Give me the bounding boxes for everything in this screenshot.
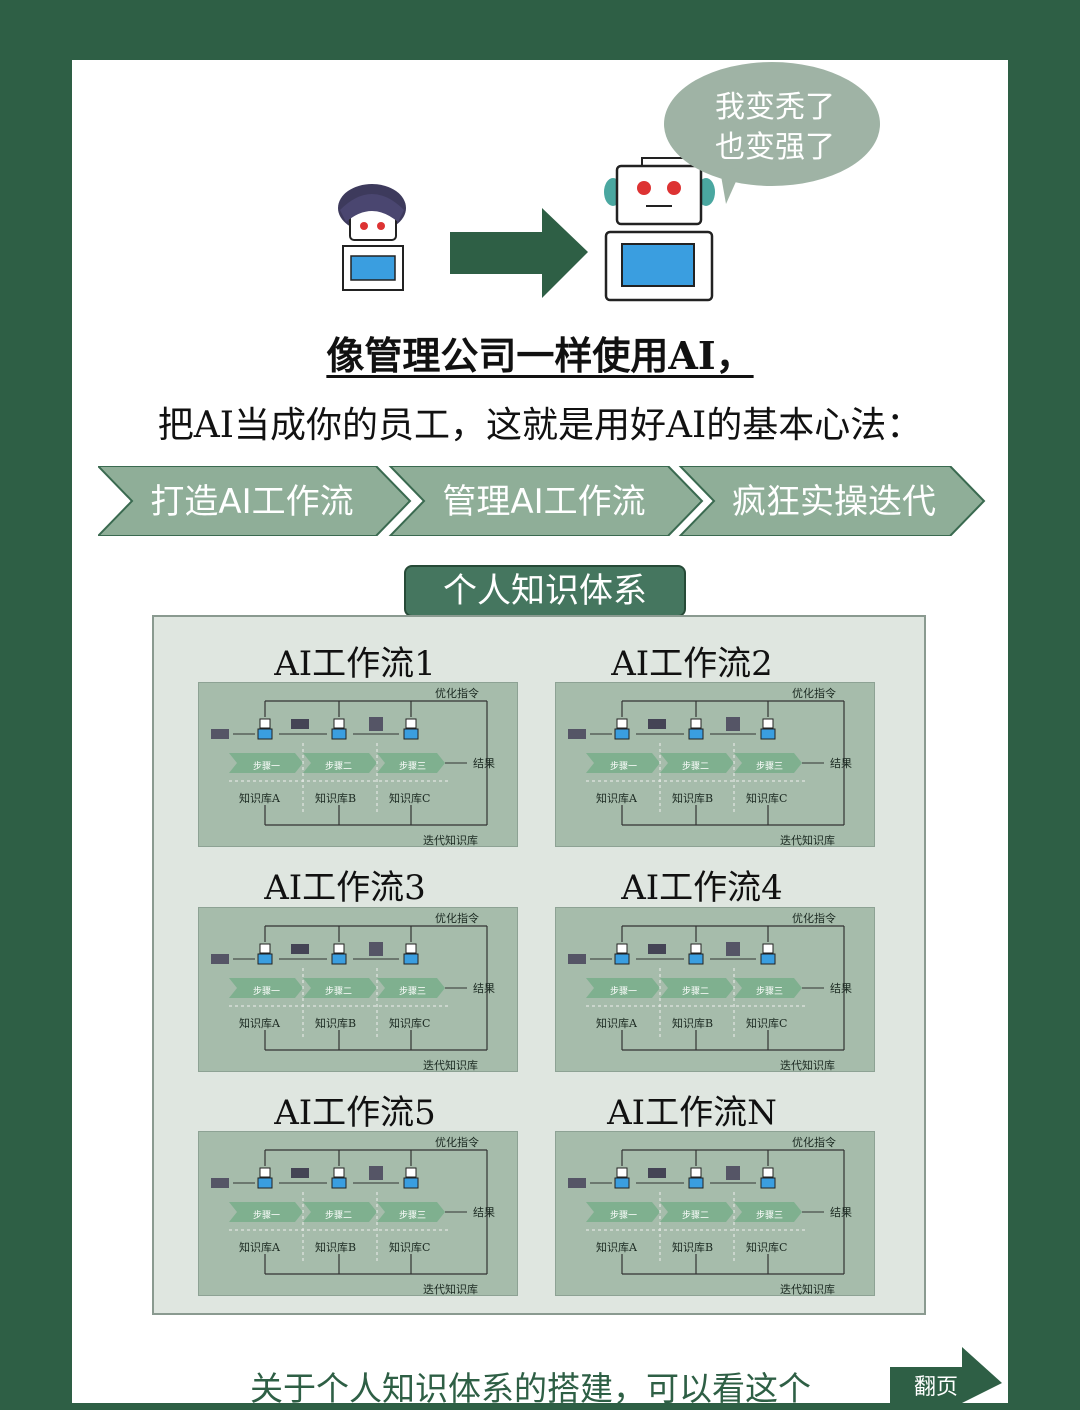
diagram-label-kbB: 知识库B [672,792,714,805]
big-robot-icon [604,157,715,302]
diagram-label-kbC: 知识库C [389,1017,431,1030]
diagram-label-kbA: 知识库A [239,792,280,805]
diagram-label-kbB: 知识库B [315,1241,357,1254]
heading-line-1: 像管理公司一样使用AI， [0,325,1080,380]
diagram-label-step3: 步骤三 [756,987,784,997]
diagram-label-kbC: 知识库C [746,792,788,805]
workflow-title: AI工作流1 [274,644,436,684]
workflow-title: AI工作流5 [274,1093,436,1133]
diagram-label-result: 结果 [830,757,852,770]
diagram-label-kbB: 知识库B [672,1017,714,1030]
bubble-line-2: 也变强了 [715,130,835,165]
step-label-3: 疯狂实操迭代 [732,482,936,522]
diagram-label-kbA: 知识库A [596,1241,637,1254]
step-label-2: 管理AI工作流 [442,482,646,522]
diagram-label-iterate: 迭代知识库 [780,1059,835,1072]
workflow-diagram: 优化指令结果迭代知识库 步骤一 步骤二 步骤三知识库A 知识库B 知识库C [555,682,875,847]
diagram-label-step3: 步骤三 [399,762,427,772]
workflow-diagram: 优化指令结果迭代知识库 步骤一 步骤二 步骤三知识库A 知识库B 知识库C [198,682,518,847]
diagram-label-kbA: 知识库A [239,1241,280,1254]
diagram-label-kbC: 知识库C [389,792,431,805]
footer-text: 关于个人知识体系的搭建，可以看这个 [250,1369,811,1408]
diagram-label-kbC: 知识库C [746,1241,788,1254]
steps-chevrons [98,466,986,536]
workflow-diagram-graphic [568,700,845,826]
workflow-diagram: 优化指令结果迭代知识库 步骤一 步骤二 步骤三知识库A 知识库B 知识库C [198,1131,518,1296]
diagram-label-result: 结果 [473,982,495,995]
diagram-label-result: 结果 [830,982,852,995]
diagram-label-step2: 步骤二 [325,987,353,997]
diagram-label-result: 结果 [473,757,495,770]
diagram-label-step1: 步骤一 [253,762,281,772]
next-page-button[interactable]: 翻页 [890,1347,1002,1403]
diagram-label-iterate: 迭代知识库 [423,834,478,847]
diagram-label-kbB: 知识库B [315,792,357,805]
workflow-diagram-graphic [568,1149,845,1275]
diagram-label-kbC: 知识库C [746,1017,788,1030]
section-title: 个人知识体系 [404,565,686,617]
workflow-title: AI工作流2 [611,644,773,684]
arrow-right-icon [450,208,588,298]
speech-bubble-text: 我变秃了 也变强了 [700,88,850,168]
diagram-label-step1: 步骤一 [610,762,638,772]
diagram-label-kbA: 知识库A [596,792,637,805]
workflow-diagram: 优化指令结果迭代知识库 步骤一 步骤二 步骤三知识库A 知识库B 知识库C [198,907,518,1072]
workflow-diagram: 优化指令结果迭代知识库 步骤一 步骤二 步骤三知识库A 知识库B 知识库C [555,1131,875,1296]
heading-line-2: 把AI当成你的员工，这就是用好AI的基本心法： [157,405,923,446]
heading-line-1-text: 像管理公司一样使用AI， [326,333,754,378]
hero-illustration [338,62,880,302]
workflow-diagram-graphic [568,925,845,1051]
diagram-label-kbC: 知识库C [389,1241,431,1254]
diagram-label-optimize: 优化指令 [435,1136,479,1149]
diagram-label-iterate: 迭代知识库 [780,834,835,847]
chevron-step-3 [678,466,986,536]
speech-bubble [664,62,880,204]
diagram-label-step3: 步骤三 [399,987,427,997]
diagram-label-step2: 步骤二 [325,762,353,772]
workflow-title: AI工作流4 [621,868,783,908]
small-robot-icon [338,184,406,291]
diagram-label-kbB: 知识库B [315,1017,357,1030]
diagram-label-step2: 步骤二 [682,762,710,772]
workflow-title: AI工作流N [607,1093,777,1133]
diagram-label-step2: 步骤二 [682,987,710,997]
diagram-label-step1: 步骤一 [610,1211,638,1221]
diagram-label-iterate: 迭代知识库 [423,1059,478,1072]
chevron-step-1 [98,466,412,536]
diagram-label-step3: 步骤三 [756,762,784,772]
diagram-label-step3: 步骤三 [756,1211,784,1221]
diagram-label-step3: 步骤三 [399,1211,427,1221]
diagram-label-iterate: 迭代知识库 [423,1283,478,1296]
diagram-label-step1: 步骤一 [253,1211,281,1221]
workflow-title: AI工作流3 [264,868,426,908]
next-page-label: 翻页 [914,1375,959,1400]
workflow-diagram-graphic [211,1149,488,1275]
diagram-label-optimize: 优化指令 [435,687,479,700]
step-label-1: 打造AI工作流 [150,482,354,522]
chevron-step-2 [388,466,704,536]
diagram-label-optimize: 优化指令 [792,687,836,700]
diagram-label-step1: 步骤一 [610,987,638,997]
bubble-line-1: 我变秃了 [715,90,835,125]
workflow-diagram: 优化指令结果迭代知识库 步骤一 步骤二 步骤三知识库A 知识库B 知识库C [555,907,875,1072]
diagram-label-kbA: 知识库A [239,1017,280,1030]
diagram-label-result: 结果 [473,1206,495,1219]
diagram-label-step1: 步骤一 [253,987,281,997]
workflow-diagram-graphic [211,925,488,1051]
diagram-label-iterate: 迭代知识库 [780,1283,835,1296]
diagram-label-result: 结果 [830,1206,852,1219]
diagram-label-kbB: 知识库B [672,1241,714,1254]
next-arrow-icon [890,1347,1002,1403]
workflow-diagram-graphic [211,700,488,826]
diagram-label-kbA: 知识库A [596,1017,637,1030]
diagram-label-optimize: 优化指令 [792,1136,836,1149]
diagram-label-step2: 步骤二 [682,1211,710,1221]
diagram-label-optimize: 优化指令 [435,912,479,925]
diagram-label-optimize: 优化指令 [792,912,836,925]
diagram-label-step2: 步骤二 [325,1211,353,1221]
